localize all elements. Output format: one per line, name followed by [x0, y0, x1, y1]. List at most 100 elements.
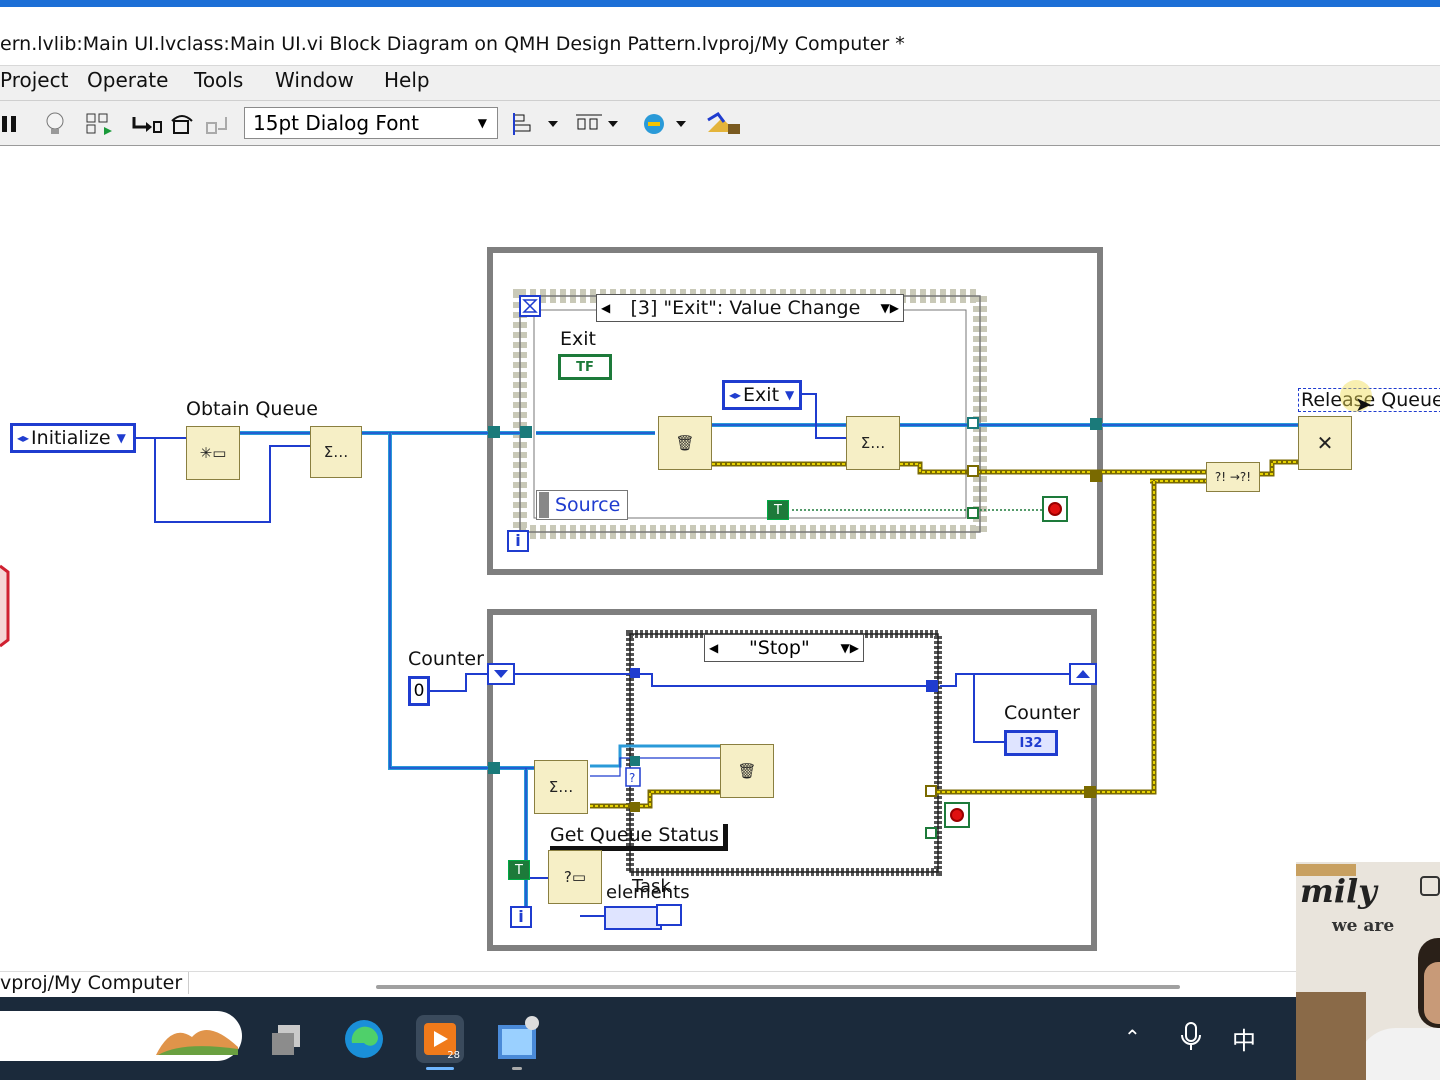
iteration-terminal-bottom: i	[510, 906, 532, 928]
release-queue-label: Release Queue	[1298, 388, 1440, 412]
menu-operate[interactable]: Operate	[87, 68, 169, 92]
true-constant[interactable]: T	[767, 500, 789, 520]
counter-constant[interactable]: 0	[408, 676, 430, 706]
increment-arrows-icon: ◂▸	[729, 388, 742, 402]
mouse-pointer-icon: ➤	[1355, 392, 1372, 416]
chevron-down-icon: ▼	[785, 388, 795, 402]
ime-indicator[interactable]: 中	[1232, 1027, 1256, 1055]
block-diagram-canvas[interactable]: ? Obtain Queue ◂▸ Initialize ▼ ✳▭ Σ… ◀ […	[0, 146, 1440, 971]
event-case-selector[interactable]: ◀ [3] "Exit": Value Change ▼▶	[596, 294, 904, 322]
active-app-indicator	[426, 1067, 454, 1070]
source-label: Source	[555, 494, 621, 516]
stop-case-selector-value: "Stop"	[749, 637, 810, 659]
enqueue-icon: Σ…	[323, 443, 349, 461]
step-out-icon[interactable]	[204, 111, 234, 137]
exit-enum-value: Exit	[743, 384, 780, 406]
microphone-icon[interactable]	[1180, 1021, 1202, 1057]
person-shirt	[1356, 1028, 1440, 1080]
merge-errors-node[interactable]: ?! →?!	[1206, 462, 1260, 492]
counter-indicator[interactable]: I32	[1004, 730, 1058, 756]
edge-browser-icon[interactable]	[340, 1015, 388, 1063]
taskbar-search-box[interactable]	[0, 1011, 242, 1061]
search-highlight-icon	[156, 1029, 238, 1055]
counter-indicator-label: Counter	[1004, 702, 1080, 724]
pause-icon[interactable]	[0, 111, 20, 137]
align-objects-icon[interactable]	[512, 111, 558, 137]
elements-array-indicator[interactable]	[604, 906, 662, 930]
menu-help[interactable]: Help	[384, 68, 430, 92]
stop-case-selector[interactable]: ◀ "Stop" ▼▶	[704, 634, 864, 662]
increment-arrows-icon: ◂▸	[17, 431, 30, 445]
overlay-text-line2: we are	[1332, 916, 1395, 936]
event-source-node[interactable]: Source	[536, 490, 628, 520]
status-bar: vproj/My Computer	[0, 971, 1440, 998]
exit-enum-constant[interactable]: ◂▸ Exit ▼	[722, 380, 802, 410]
queue-status-icon: ?▭	[563, 868, 587, 886]
flush-queue-node[interactable]: 🗑	[658, 416, 712, 470]
person-face	[1424, 962, 1440, 1024]
event-data-node-bar	[539, 492, 549, 518]
true-constant-bottom[interactable]: T	[508, 860, 530, 880]
initialize-enum-constant[interactable]: ◂▸ Initialize ▼	[10, 423, 136, 453]
menu-window[interactable]: Window	[275, 68, 354, 92]
dequeue-element-node[interactable]: Σ…	[534, 760, 588, 814]
reorder-icon[interactable]	[640, 111, 688, 137]
highlight-execution-bulb-icon[interactable]	[42, 111, 68, 137]
exit-control-label: Exit	[560, 328, 596, 350]
get-queue-status-node[interactable]: ?▭	[548, 850, 602, 904]
initialize-enum-value: Initialize	[31, 427, 111, 449]
menu-bar: Project Operate Tools Window Help	[0, 66, 1440, 101]
chevron-up-icon[interactable]: ⌃	[1124, 1025, 1141, 1049]
open-app-indicator	[512, 1067, 522, 1070]
top-while-loop[interactable]	[487, 247, 1103, 575]
presentation-app-icon[interactable]: 28	[416, 1015, 464, 1063]
presentation-app-badge: 28	[447, 1050, 460, 1061]
svg-text:?: ?	[629, 771, 635, 785]
status-text: vproj/My Computer	[0, 972, 190, 994]
chevron-down-icon: ▼	[477, 116, 487, 130]
horizontal-scrollbar[interactable]	[376, 985, 1180, 989]
obtain-queue-node[interactable]: ✳▭	[186, 426, 240, 480]
stop-condition-top[interactable]	[1042, 496, 1068, 522]
webcam-overlay: mily we are	[1296, 862, 1440, 1080]
stop-condition-bottom[interactable]	[944, 802, 970, 828]
taskbar: 28 ⌃ 中	[0, 997, 1296, 1080]
menu-project[interactable]: Project	[0, 68, 69, 92]
window-title: ern.lvlib:Main UI.lvclass:Main UI.vi Blo…	[0, 33, 905, 55]
enqueue-exit-node[interactable]: Σ…	[846, 416, 900, 470]
counter-indicator-type: I32	[1019, 735, 1043, 751]
bottom-while-loop[interactable]	[487, 609, 1097, 951]
toolbar: 15pt Dialog Font ▼	[0, 101, 1440, 147]
exit-boolean-terminal[interactable]: TF	[558, 354, 612, 380]
task-label: Task	[632, 876, 671, 897]
video-editor-icon[interactable]	[494, 1015, 542, 1063]
flush-queue-bottom-node[interactable]: 🗑	[720, 744, 774, 798]
menu-tools[interactable]: Tools	[194, 68, 244, 92]
task-view-icon[interactable]	[264, 1015, 312, 1063]
step-into-icon[interactable]	[130, 111, 162, 137]
step-over-icon[interactable]	[168, 111, 196, 137]
cursor-highlight	[1340, 380, 1372, 412]
distribute-objects-icon[interactable]	[574, 111, 620, 137]
task-indicator[interactable]	[656, 904, 682, 926]
font-select-value: 15pt Dialog Font	[253, 111, 419, 135]
overlay-text-line1: mily	[1300, 872, 1377, 910]
overlay-frame-icon	[1420, 876, 1440, 896]
increment-arrow-icon: ▼▶	[880, 301, 899, 315]
dequeue-icon: Σ…	[548, 778, 574, 796]
obtain-queue-icon: ✳▭	[199, 444, 227, 462]
trash-queue-icon: 🗑	[737, 762, 757, 780]
increment-arrow-icon: ▼▶	[840, 641, 859, 655]
window-top-strip	[0, 0, 1440, 7]
decrement-arrow-icon: ◀	[709, 641, 719, 655]
get-queue-status-label: Get Queue Status	[550, 824, 728, 851]
overlay-sign-top	[1296, 864, 1356, 876]
enqueue-element-node[interactable]: Σ…	[310, 426, 362, 478]
elements-label: elements	[606, 882, 690, 903]
title-bar: ern.lvlib:Main UI.lvclass:Main UI.vi Blo…	[0, 7, 1440, 66]
retain-wire-values-icon[interactable]	[84, 111, 116, 137]
release-x-icon: ✕	[1316, 431, 1334, 455]
clean-up-diagram-icon[interactable]	[704, 111, 744, 137]
release-queue-node[interactable]: ✕	[1298, 416, 1352, 470]
font-select[interactable]: 15pt Dialog Font ▼	[244, 107, 498, 139]
